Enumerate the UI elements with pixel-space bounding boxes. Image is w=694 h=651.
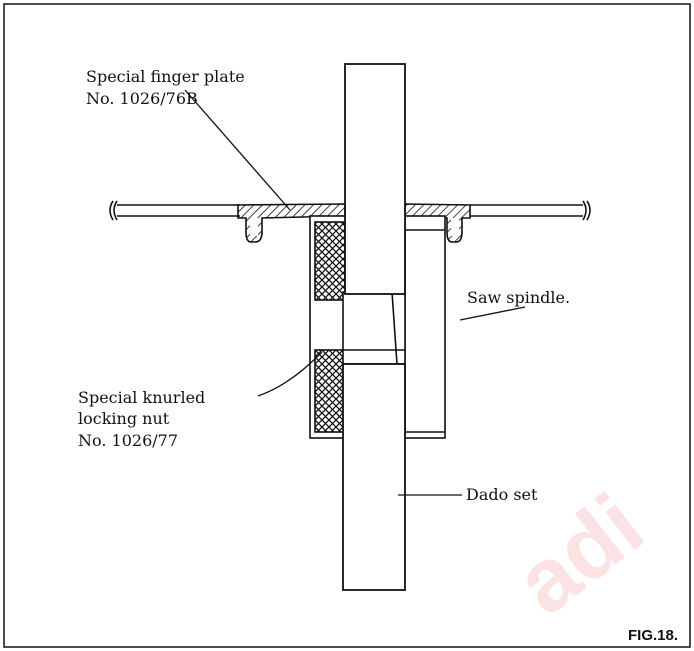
leader-lines	[184, 89, 526, 496]
dado-set	[342, 63, 406, 591]
knurled-nut-label-line3: No. 1026/77	[78, 431, 178, 450]
finger-plate-label-line2: No. 1026/76B	[86, 89, 198, 108]
table-top	[109, 200, 591, 221]
finger-plate	[237, 203, 471, 243]
saw-spindle-label: Saw spindle.	[467, 288, 570, 307]
dado-set-label: Dado set	[466, 485, 538, 504]
saw-spindle	[404, 215, 446, 439]
knurled-nut-label-line2: locking nut	[78, 409, 170, 428]
knurled-nut-label-line1: Special knurled	[78, 388, 205, 407]
page-frame	[3, 3, 691, 648]
finger-plate-label-line1: Special finger plate	[86, 67, 245, 86]
spindle-collar	[342, 291, 406, 365]
figure-number: FIG.18.	[628, 627, 678, 644]
